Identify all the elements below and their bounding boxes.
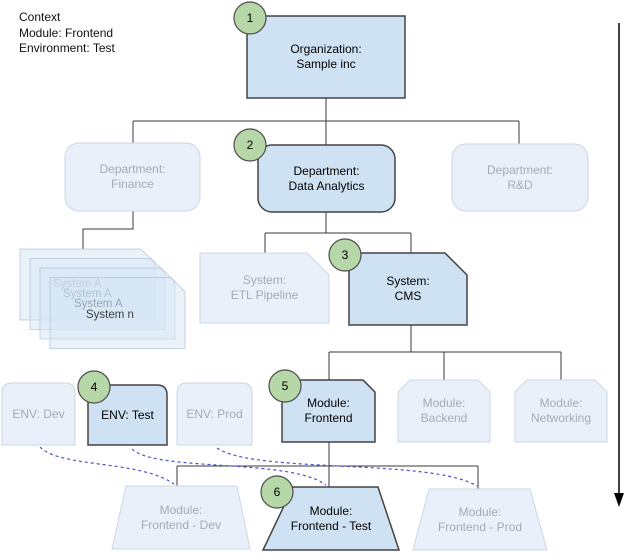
context-title: Context: [19, 10, 61, 24]
module-frontend-test-node: [261, 486, 401, 551]
step-6-badge: [260, 475, 294, 509]
context-environment: Environment: Test: [19, 41, 115, 55]
module-frontend-dev-node: [111, 485, 251, 550]
dept-finance-node: [64, 142, 201, 212]
env-prod-node: [176, 382, 253, 446]
dept-data-analytics-node: [257, 144, 396, 213]
system-etl-node: [199, 252, 330, 324]
system-cms-node: [348, 252, 468, 326]
system-stack-cards: [19, 248, 186, 349]
env-dev-node: [1, 382, 76, 446]
step-4-badge: [77, 370, 111, 404]
step-3-badge: [328, 238, 362, 272]
dept-rd-node: [451, 143, 589, 212]
context-block: Context Module: Frontend Environment: Te…: [19, 10, 115, 57]
tree-connectors: [82, 98, 562, 489]
module-frontend-prod-node: [412, 488, 548, 551]
organization-node: [246, 15, 406, 99]
env-module-dashed-links: [39, 446, 478, 487]
step-2-badge: [233, 128, 267, 162]
module-networking-node: [514, 379, 608, 443]
step-5-badge: [268, 369, 302, 403]
context-module: Module: Frontend: [19, 25, 114, 40]
flow-direction-arrow: [614, 23, 624, 507]
module-backend-node: [397, 379, 491, 443]
step-1-badge: [233, 1, 267, 35]
